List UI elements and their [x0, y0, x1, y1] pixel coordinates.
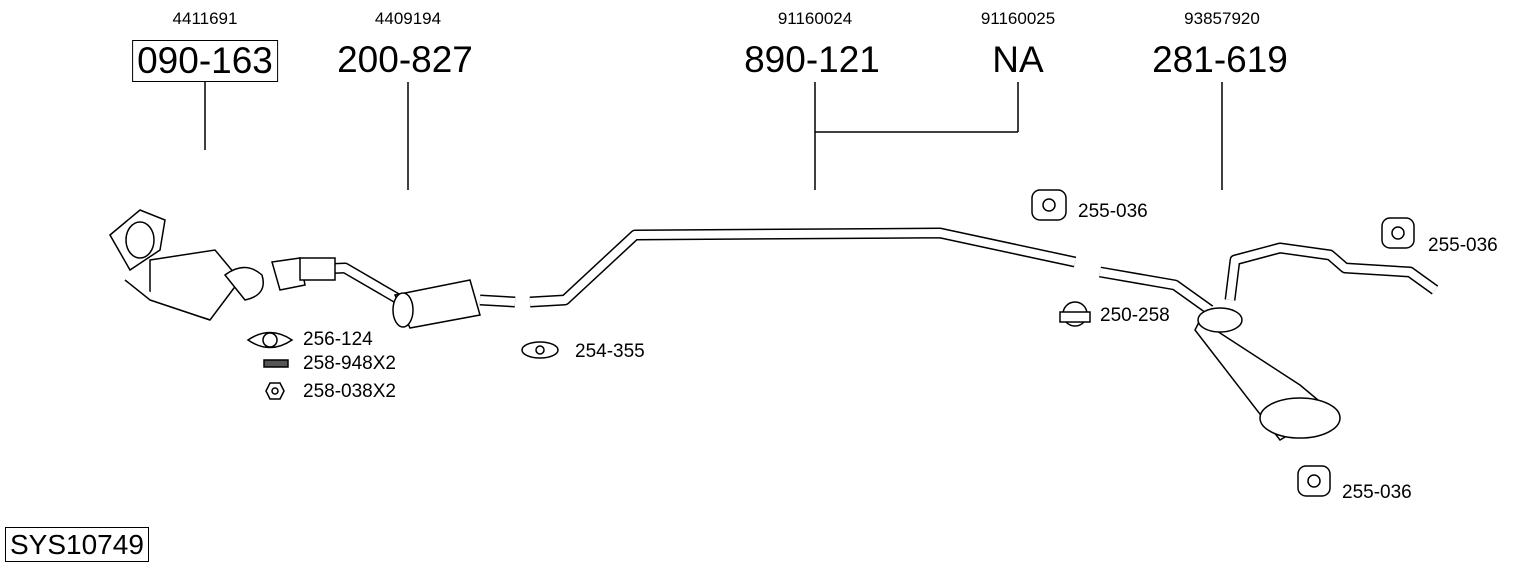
flange	[271, 257, 306, 291]
oem-number: 91160025	[980, 9, 1056, 28]
part-number[interactable]: 890-121	[744, 39, 880, 80]
gasket-icon	[246, 331, 294, 349]
accessory-label[interactable]: 255-036	[1078, 201, 1148, 222]
accessory-label[interactable]: 254-355	[575, 341, 645, 362]
hanger-icon	[1297, 465, 1331, 497]
accessory-label[interactable]: 258-038X2	[303, 381, 396, 402]
system-id: SYS10749	[5, 527, 149, 562]
oem-number: 91160024	[777, 9, 853, 28]
accessory-label[interactable]: 255-036	[1342, 482, 1412, 503]
clamp-icon	[1059, 301, 1091, 327]
part-number[interactable]: 281-619	[1152, 39, 1288, 80]
oem-number: 4411691	[172, 9, 238, 28]
clamp-icon	[521, 341, 559, 359]
hanger-icon	[1381, 217, 1415, 249]
part-number-selected[interactable]: 090-163	[132, 40, 278, 82]
part-number: NA	[992, 39, 1044, 80]
accessory-label[interactable]: 250-258	[1100, 305, 1170, 326]
bolt-icon	[263, 359, 289, 368]
accessory-label[interactable]: 255-036	[1428, 235, 1498, 256]
nut-icon	[265, 382, 285, 400]
accessory-label[interactable]: 258-948X2	[303, 353, 396, 374]
oem-number: 4409194	[374, 9, 442, 28]
accessory-label[interactable]: 256-124	[303, 329, 373, 350]
part-number[interactable]: 200-827	[337, 39, 473, 80]
oem-number: 93857920	[1184, 9, 1260, 28]
catalytic-converter	[109, 209, 264, 321]
flex-pipe	[299, 257, 336, 281]
hanger-icon	[1031, 189, 1067, 221]
